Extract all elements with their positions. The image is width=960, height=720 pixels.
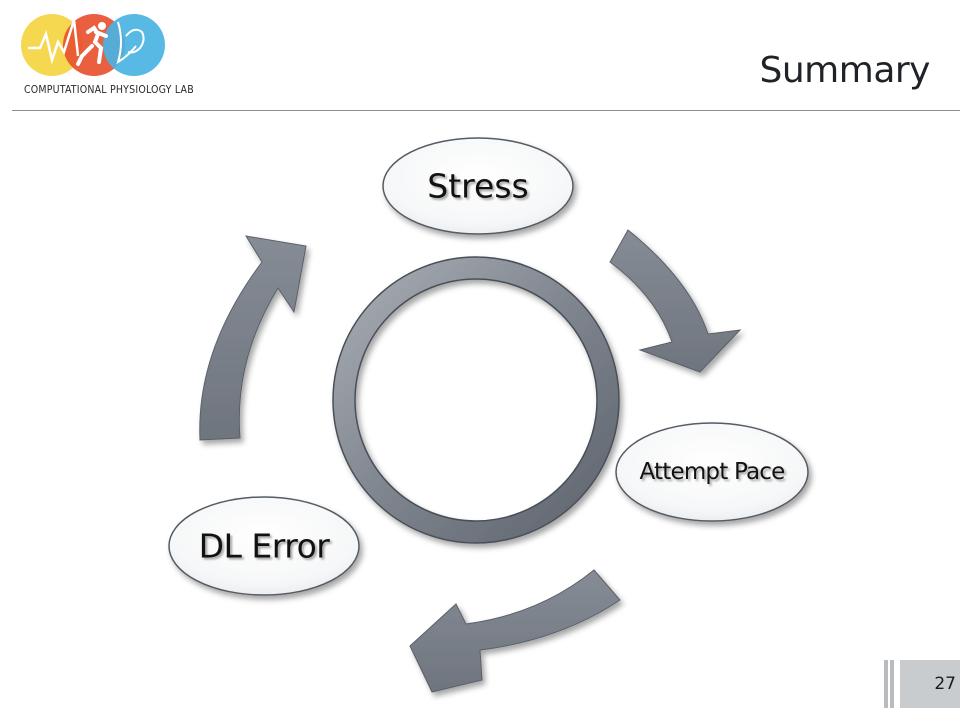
page-number-bar: 27: [884, 660, 960, 708]
arrow-dl-error-to-stress: [199, 235, 307, 441]
arrow-stress-to-attempt-pace: [609, 229, 742, 373]
node-dl-error-label: DL Error: [198, 526, 330, 566]
center-ring: [332, 256, 620, 544]
node-attempt-pace-label: Attempt Pace: [639, 459, 786, 485]
node-dl-error-bubble: [168, 496, 360, 596]
lab-logo: COMPUTATIONAL PHYSIOLOGY LAB: [18, 12, 208, 102]
node-stress-bubble: [382, 137, 574, 235]
page-bar-stripe: [890, 660, 894, 708]
title-divider: [12, 110, 960, 111]
arrow-attempt-pace-to-dl-error: [409, 569, 621, 693]
logo-circles-icon: [21, 14, 165, 76]
page-bar-stripe: [884, 660, 888, 708]
slide-title: Summary: [759, 50, 931, 91]
node-attempt-pace-bubble: [615, 422, 809, 522]
logo-text: COMPUTATIONAL PHYSIOLOGY LAB: [24, 84, 194, 96]
node-stress-label: Stress: [427, 166, 529, 206]
page-number: 27: [934, 674, 956, 694]
page-bar-box: [900, 660, 960, 708]
